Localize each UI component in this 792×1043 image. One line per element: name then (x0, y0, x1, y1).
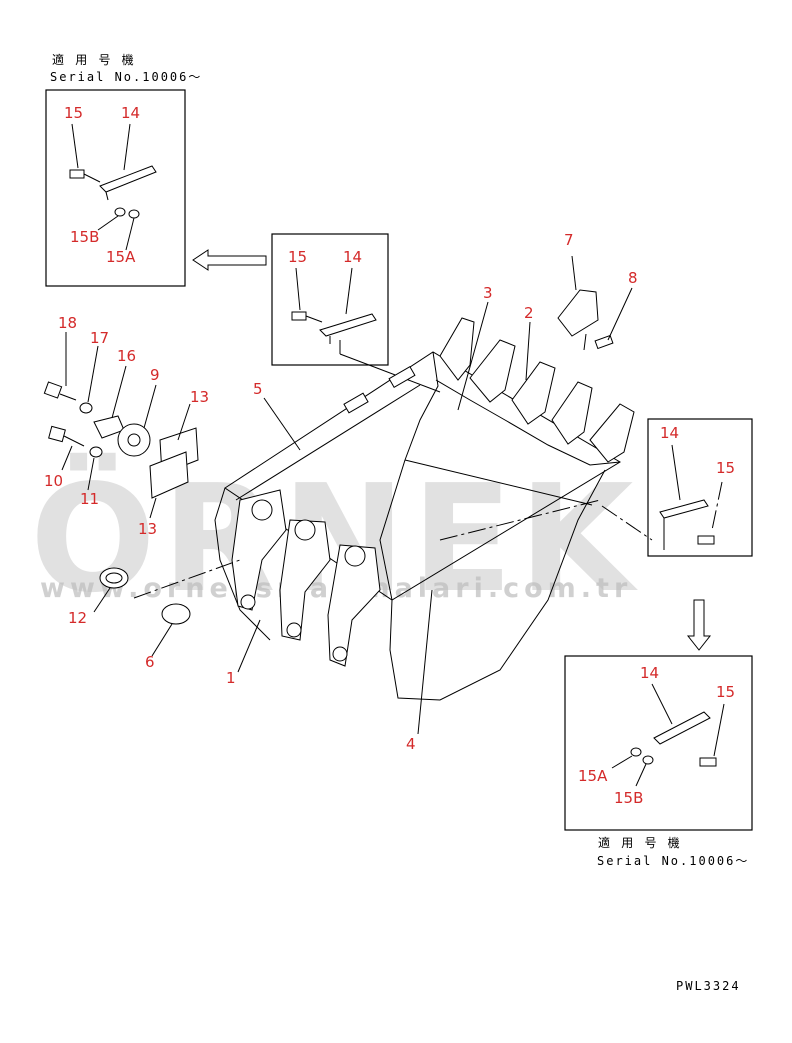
adapter-plate-icon (653, 711, 711, 745)
side-plate (388, 365, 416, 389)
bucket-inner-back (379, 459, 406, 601)
inset-topleft-callout-15a: 15A (106, 248, 136, 266)
callout-3: 3 (483, 284, 493, 302)
callout-14-right: 14 (660, 424, 679, 442)
cutting-edge (435, 379, 621, 466)
bucket-drawing (214, 351, 621, 701)
callout-16: 16 (117, 347, 136, 365)
top-header-serial: Serial No.10006～ (50, 70, 202, 84)
pin-icon (69, 169, 101, 183)
left-parts (43, 381, 241, 625)
washer-icon (89, 446, 103, 458)
bolt-icon (43, 381, 63, 399)
leader-line (339, 353, 441, 393)
callout-17: 17 (90, 329, 109, 347)
inset-br-callout-15a: 15A (578, 767, 608, 785)
hinge-lug (231, 489, 287, 611)
top-header-kanji: 適 用 号 機 (52, 52, 136, 67)
callout-9: 9 (150, 366, 160, 384)
leader-lines (61, 255, 653, 735)
callout-6: 6 (145, 653, 155, 671)
teeth-row (435, 317, 635, 466)
callout-11: 11 (80, 490, 99, 508)
callout-1: 1 (226, 669, 236, 687)
tooth (589, 403, 635, 463)
tooth (439, 317, 475, 381)
inset-bottomright: 14 15 15A 15B (564, 655, 753, 831)
pin-boss-icon (161, 603, 191, 625)
inset-topleft: 15 14 15B 15A (45, 89, 186, 287)
bucket-inner-edge (404, 351, 439, 461)
bolt-icon (48, 425, 66, 443)
leader-line (71, 123, 79, 169)
adapter-plate-icon (659, 499, 709, 519)
inset-center-callout-14: 14 (343, 248, 362, 266)
washer-icon (79, 402, 93, 414)
hinge-lug (279, 519, 331, 641)
inset-topleft-frame (45, 89, 186, 287)
callout-4: 4 (406, 735, 416, 753)
callout-7: 7 (564, 231, 574, 249)
callout-18: 18 (58, 314, 77, 332)
callouts: 18 17 16 9 13 10 11 13 12 6 1 5 3 2 7 8 … (44, 231, 638, 753)
bottom-header-kanji: 適 用 号 機 (598, 835, 682, 850)
callout-13-top: 13 (190, 388, 209, 406)
inset-topleft-callout-15b: 15B (70, 228, 99, 246)
leader-line (97, 215, 119, 231)
leader-line (123, 123, 131, 171)
bottom-header-serial: Serial No.10006～ (597, 854, 749, 868)
inset-center: 15 14 (271, 233, 389, 366)
washer-icon (642, 755, 654, 765)
leader-line (125, 217, 135, 251)
side-rib (235, 384, 421, 501)
callout-15-right: 15 (716, 459, 735, 477)
bucket-bottom-curve (389, 469, 606, 701)
inset-right-frame (647, 418, 753, 557)
bucket-floor-line (404, 459, 593, 506)
inset-br-callout-15b: 15B (614, 789, 643, 807)
callout-2: 2 (524, 304, 534, 322)
pin-icon (699, 757, 717, 767)
tooth-pin-icon (594, 334, 614, 350)
tooth (511, 361, 556, 425)
washer-icon (114, 207, 126, 217)
callout-10: 10 (44, 472, 63, 490)
callout-13-bottom: 13 (138, 520, 157, 538)
inset-br-callout-15: 15 (716, 683, 735, 701)
inset-topleft-callout-14: 14 (121, 104, 140, 122)
tooth (469, 339, 516, 403)
callout-5: 5 (253, 380, 263, 398)
adapter-plate-icon (319, 313, 377, 337)
inset-br-callout-14: 14 (640, 664, 659, 682)
adapter-plate-icon (99, 165, 157, 193)
arrow-down-icon (686, 599, 712, 651)
bucket-left-side (214, 487, 271, 641)
pin-icon (291, 311, 307, 321)
arrow-left-icon (192, 249, 267, 271)
side-plate (343, 392, 369, 414)
inset-right: 14 15 (647, 418, 753, 557)
tooth (551, 381, 593, 445)
washer-icon (128, 209, 140, 219)
tooth-detached-icon (557, 289, 599, 337)
shim-plate-icon (149, 451, 189, 499)
inset-bottomright-frame (564, 655, 753, 831)
washer-icon (630, 747, 642, 757)
inset-center-frame (271, 233, 389, 366)
inset-center-callout-15: 15 (288, 248, 307, 266)
inset-topleft-callout-15: 15 (64, 104, 83, 122)
hinge-lug (327, 544, 381, 667)
drawing-code: PWL3324 (676, 979, 741, 993)
pin-icon (697, 535, 715, 545)
callout-8: 8 (628, 269, 638, 287)
callout-12: 12 (68, 609, 87, 627)
